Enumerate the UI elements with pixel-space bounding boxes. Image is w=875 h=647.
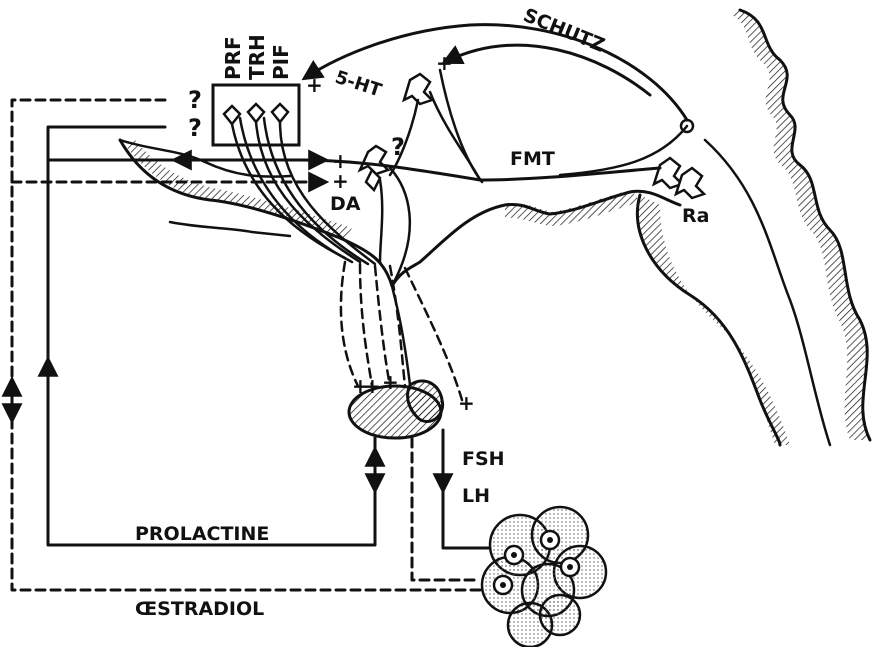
lh-label: LH: [462, 485, 490, 507]
prf-label: PRF: [221, 36, 245, 80]
feedback-arrows: [12, 100, 375, 545]
schutz-label: SCHUTZ: [520, 4, 608, 57]
svg-text:?: ?: [391, 133, 405, 161]
fsh-label: FSH: [462, 448, 505, 470]
da-label: DA: [330, 193, 361, 215]
svg-text:+: +: [332, 169, 349, 193]
svg-text:?: ?: [188, 86, 202, 114]
ra-label: Ra: [682, 205, 709, 227]
ovary: [482, 507, 606, 647]
svg-text:+: +: [436, 51, 453, 75]
svg-text:+: +: [382, 370, 399, 394]
pituitary-outputs: [12, 420, 490, 590]
brain-floor-outline: [120, 140, 680, 286]
raphe-neuron-cluster: [654, 120, 704, 198]
serotonin-label: 5-HT: [332, 67, 384, 102]
pituitary-gland: [349, 286, 443, 438]
trh-label: TRH: [245, 34, 269, 80]
prolactine-label: PROLACTINE: [135, 523, 269, 545]
schutz-pathway: [305, 25, 687, 175]
svg-text:+: +: [306, 73, 323, 97]
oestradiol-label: ŒSTRADIOL: [135, 598, 264, 620]
fmt-label: FMT: [510, 148, 555, 170]
svg-text:+: +: [364, 374, 381, 398]
serotonin-neuron-icon: [390, 74, 480, 180]
brainstem-outline: [637, 10, 870, 445]
hypothalamic-neuron-box: [213, 85, 375, 264]
svg-text:+: +: [458, 391, 475, 415]
svg-text:?: ?: [188, 114, 202, 142]
pif-label: PIF: [269, 44, 293, 80]
